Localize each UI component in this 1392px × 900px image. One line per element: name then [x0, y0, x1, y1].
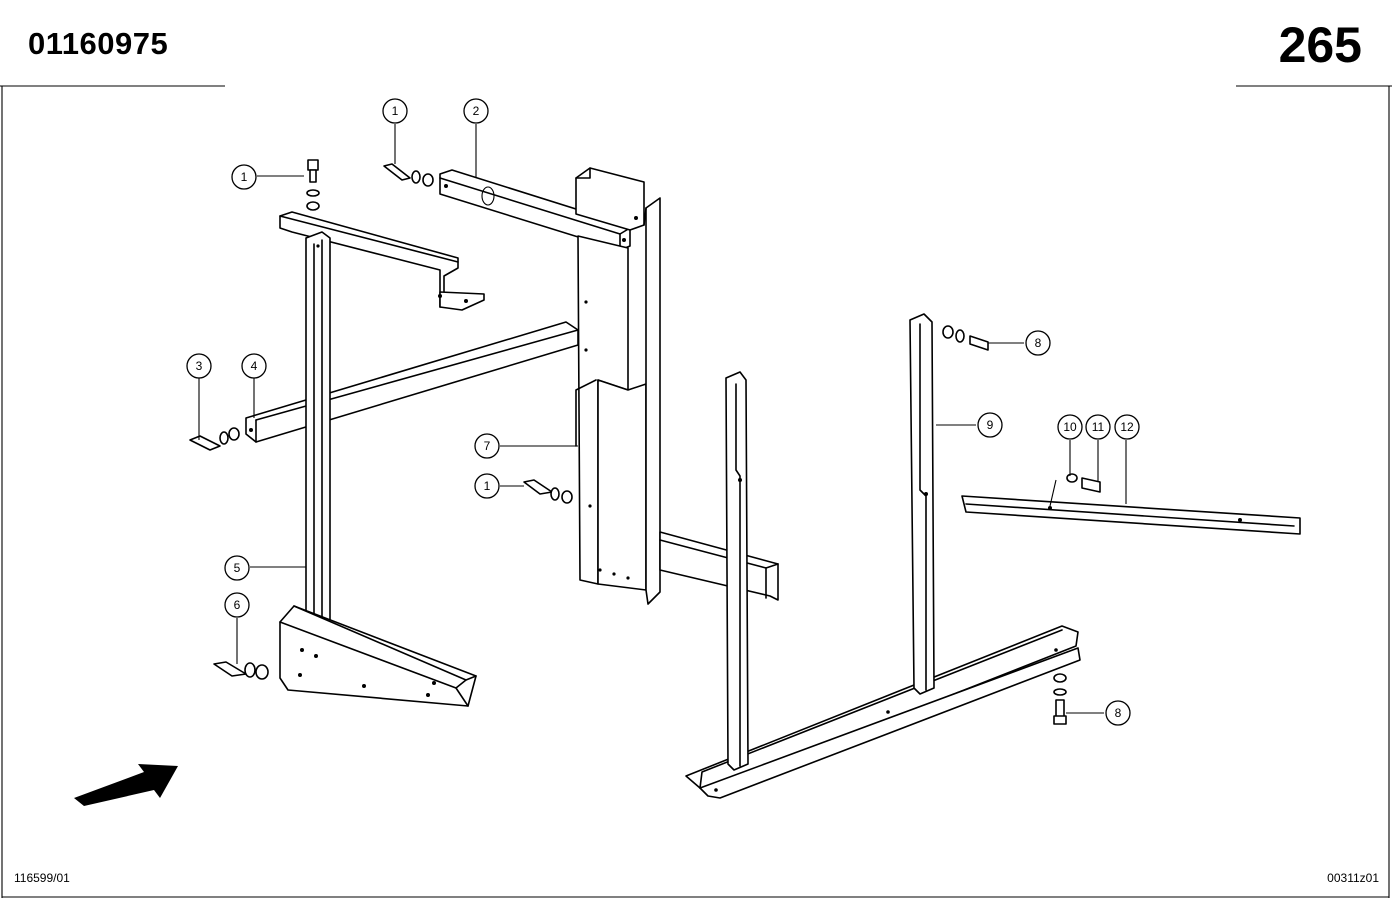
callout-label: 4: [251, 359, 258, 373]
rear-cross-channel: [659, 531, 779, 601]
leader-lines: [198, 124, 1127, 714]
callout-label: 5: [234, 561, 241, 575]
fastener-bolt-10-11: [1049, 473, 1101, 507]
callout: 8: [1025, 330, 1051, 356]
fastener-bolt-top: [383, 163, 434, 187]
callout: 5: [224, 555, 250, 581]
callout-label: 1: [392, 104, 399, 118]
callout-label: 8: [1115, 706, 1122, 720]
callout-label: 6: [234, 598, 241, 612]
horizontal-tube: [245, 321, 579, 443]
callout: 2: [463, 98, 489, 124]
callout-label: 12: [1120, 420, 1134, 434]
callout: 1: [231, 164, 257, 190]
callout: 4: [241, 353, 267, 379]
callout-label: 1: [241, 170, 248, 184]
callout-label: 2: [473, 104, 480, 118]
fastener-bolt-6: [213, 661, 269, 680]
left-vertical-post: [305, 231, 331, 637]
footer-right-code: 00311z01: [1327, 871, 1379, 885]
callout: 12: [1114, 414, 1140, 440]
callout: 11: [1085, 414, 1111, 440]
central-column: [575, 167, 661, 605]
direction-arrow-icon: [74, 764, 178, 806]
right-base-rail: [685, 625, 1081, 799]
angle-bar: [961, 495, 1301, 535]
callout: 9: [977, 412, 1003, 438]
callout: 1: [474, 473, 500, 499]
callout-label: 10: [1063, 420, 1077, 434]
page-frame: [0, 85, 1392, 898]
fastener-bolt-1-center: [523, 479, 573, 504]
callout: 7: [474, 433, 500, 459]
callout-label: 7: [484, 439, 491, 453]
fastener-bolt-8-top: [942, 325, 989, 351]
callout-label: 1: [484, 479, 491, 493]
document-number: 01160975: [28, 26, 169, 61]
callout-label: 9: [987, 418, 994, 432]
fastener-bolt-3: [189, 427, 240, 451]
fastener-bolt-top-left: [306, 159, 320, 211]
callout: 10: [1057, 414, 1083, 440]
callout: 8: [1105, 700, 1131, 726]
callout: 1: [382, 98, 408, 124]
callout: 6: [224, 592, 250, 618]
callout-label: 11: [1092, 420, 1105, 434]
right-front-post: [725, 371, 749, 771]
callout-label: 3: [196, 359, 203, 373]
right-rear-post: [909, 313, 935, 695]
footer-left-code: 116599/01: [14, 871, 70, 885]
callout: 3: [186, 353, 212, 379]
page-number: 265: [1278, 17, 1362, 73]
fastener-bolt-8-bottom: [1053, 673, 1067, 725]
left-foot: [279, 605, 477, 707]
callout-label: 8: [1035, 336, 1042, 350]
